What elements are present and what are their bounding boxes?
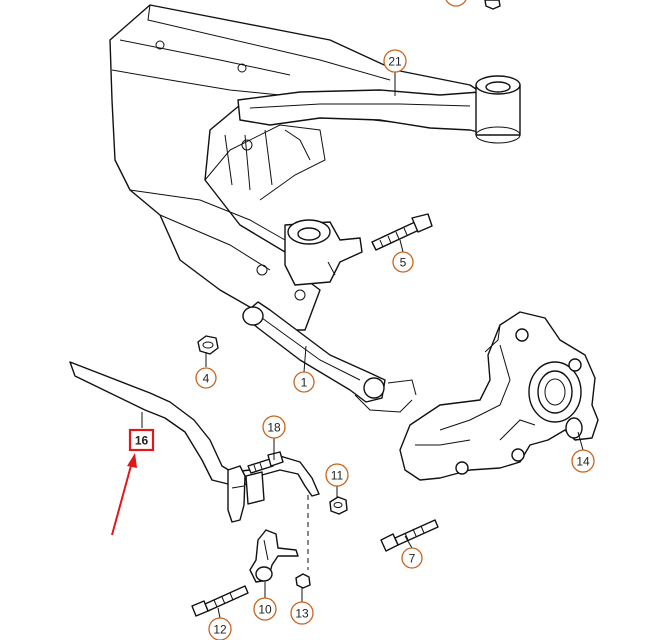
callout-10: 10 — [253, 597, 277, 621]
svg-text:12: 12 — [213, 623, 227, 637]
wheel-carrier — [399, 311, 599, 481]
nut-4 — [197, 335, 219, 355]
coupling-rod — [249, 529, 299, 583]
bolt-7 — [380, 519, 439, 552]
callout-4: 4 — [195, 367, 217, 389]
svg-text:11: 11 — [331, 469, 344, 483]
lower-link-arm — [242, 301, 417, 413]
svg-text:21: 21 — [388, 55, 402, 69]
callout-7: 7 — [401, 547, 423, 569]
red-pointer-arrow — [111, 453, 137, 536]
callout-12: 12 — [208, 617, 232, 640]
svg-text:18: 18 — [267, 421, 281, 435]
svg-text:14: 14 — [576, 455, 590, 469]
callout-21: 21 — [383, 49, 407, 73]
callout-14: 14 — [571, 449, 595, 473]
svg-text:4: 4 — [203, 372, 210, 386]
callout-13: 13 — [290, 601, 314, 625]
callout-1: 1 — [293, 371, 315, 393]
stabilizer-clamp — [227, 465, 265, 523]
svg-text:7: 7 — [409, 552, 416, 566]
upper-control-arm — [237, 89, 506, 136]
callout-11: 11 — [325, 463, 349, 487]
svg-text:20: 20 — [449, 0, 463, 2]
leader-lines — [141, 72, 584, 619]
stabilizer-bar — [69, 361, 320, 497]
svg-text:1: 1 — [301, 376, 308, 390]
nut-13 — [295, 573, 311, 589]
lower-bushing-mount — [284, 219, 363, 286]
nut-20-partial — [484, 0, 501, 10]
callout-16-highlight: 16 — [128, 428, 155, 452]
bolt-5 — [371, 213, 433, 251]
callout-20: 20 — [445, 0, 467, 7]
svg-text:5: 5 — [400, 256, 407, 270]
svg-text:16: 16 — [135, 434, 149, 448]
svg-text:13: 13 — [295, 607, 309, 621]
upper-arm-bushing — [475, 75, 521, 144]
nut-11 — [329, 496, 348, 515]
bolt-18 — [247, 451, 284, 474]
bolt-12 — [191, 585, 249, 617]
callout-18: 18 — [262, 415, 286, 439]
svg-text:10: 10 — [258, 603, 272, 617]
callout-5: 5 — [392, 251, 414, 273]
